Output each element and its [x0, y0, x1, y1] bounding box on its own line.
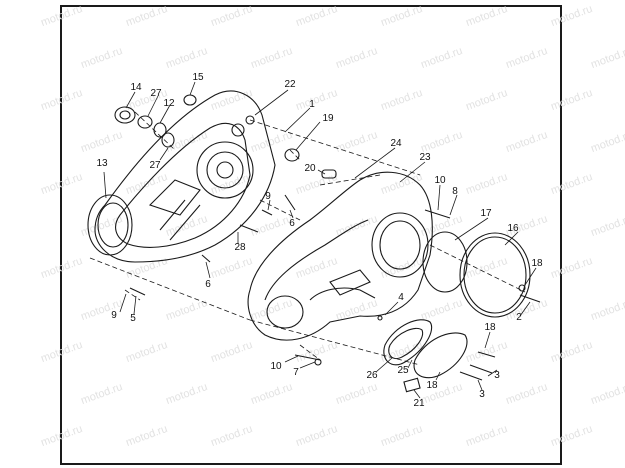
diagram-frame: [60, 5, 562, 465]
callout-16: 16: [507, 223, 519, 234]
part-25-inspection-cover: [413, 332, 468, 379]
part-27-ring-b: [161, 132, 175, 148]
callout-27: 27: [149, 160, 161, 171]
callout-18: 18: [426, 380, 438, 391]
callout-4: 4: [398, 292, 404, 303]
callout-5: 5: [130, 313, 136, 324]
callout-1: 1: [309, 99, 315, 110]
callout-24: 24: [390, 138, 402, 149]
callout-9: 9: [265, 191, 271, 202]
callout-20: 20: [304, 163, 316, 174]
part-14-seal: [114, 106, 136, 124]
part-16-inner: [463, 236, 527, 314]
callout-3: 3: [479, 389, 485, 400]
callout-15: 15: [192, 72, 204, 83]
callout-8: 8: [452, 186, 458, 197]
callout-19: 19: [322, 113, 334, 124]
assembly-guide-lines: [89, 111, 526, 366]
callout-9: 9: [111, 310, 117, 321]
part-16-derby-cover: [459, 232, 531, 318]
callout-18: 18: [484, 322, 496, 333]
callout-23: 23: [419, 152, 431, 163]
callout-14: 14: [130, 82, 142, 93]
callout-22: 22: [284, 79, 296, 90]
callout-27: 27: [150, 88, 162, 99]
part-19-plug: [284, 148, 300, 162]
part-20-sleeve: [321, 169, 337, 179]
callout-6: 6: [289, 218, 295, 229]
callout-6: 6: [205, 279, 211, 290]
callout-18: 18: [531, 258, 543, 269]
leader-lines: [103, 81, 537, 399]
callout-21: 21: [413, 398, 425, 409]
part-13-plate: [87, 194, 133, 256]
part-21-plate: [403, 377, 421, 393]
part-26-gasket: [383, 319, 433, 366]
part-17-gasket: [422, 231, 468, 293]
callout-26: 26: [366, 370, 378, 381]
part-27-ring-a: [137, 115, 153, 129]
callout-3: 3: [494, 370, 500, 381]
callout-labels: 1233456678991010121314151617181818192021…: [96, 72, 543, 409]
screws: [129, 194, 541, 381]
inner-primary-housing: [94, 90, 276, 263]
callout-12: 12: [163, 98, 175, 109]
callout-7: 7: [293, 367, 299, 378]
callout-25: 25: [397, 365, 409, 376]
callout-28: 28: [234, 242, 246, 253]
part-15-washer: [183, 94, 197, 106]
callout-17: 17: [480, 208, 492, 219]
callout-10: 10: [270, 361, 282, 372]
callout-2: 2: [516, 312, 522, 323]
callout-13: 13: [96, 158, 108, 169]
callout-10: 10: [434, 175, 446, 186]
outer-primary-cover: [247, 171, 433, 341]
